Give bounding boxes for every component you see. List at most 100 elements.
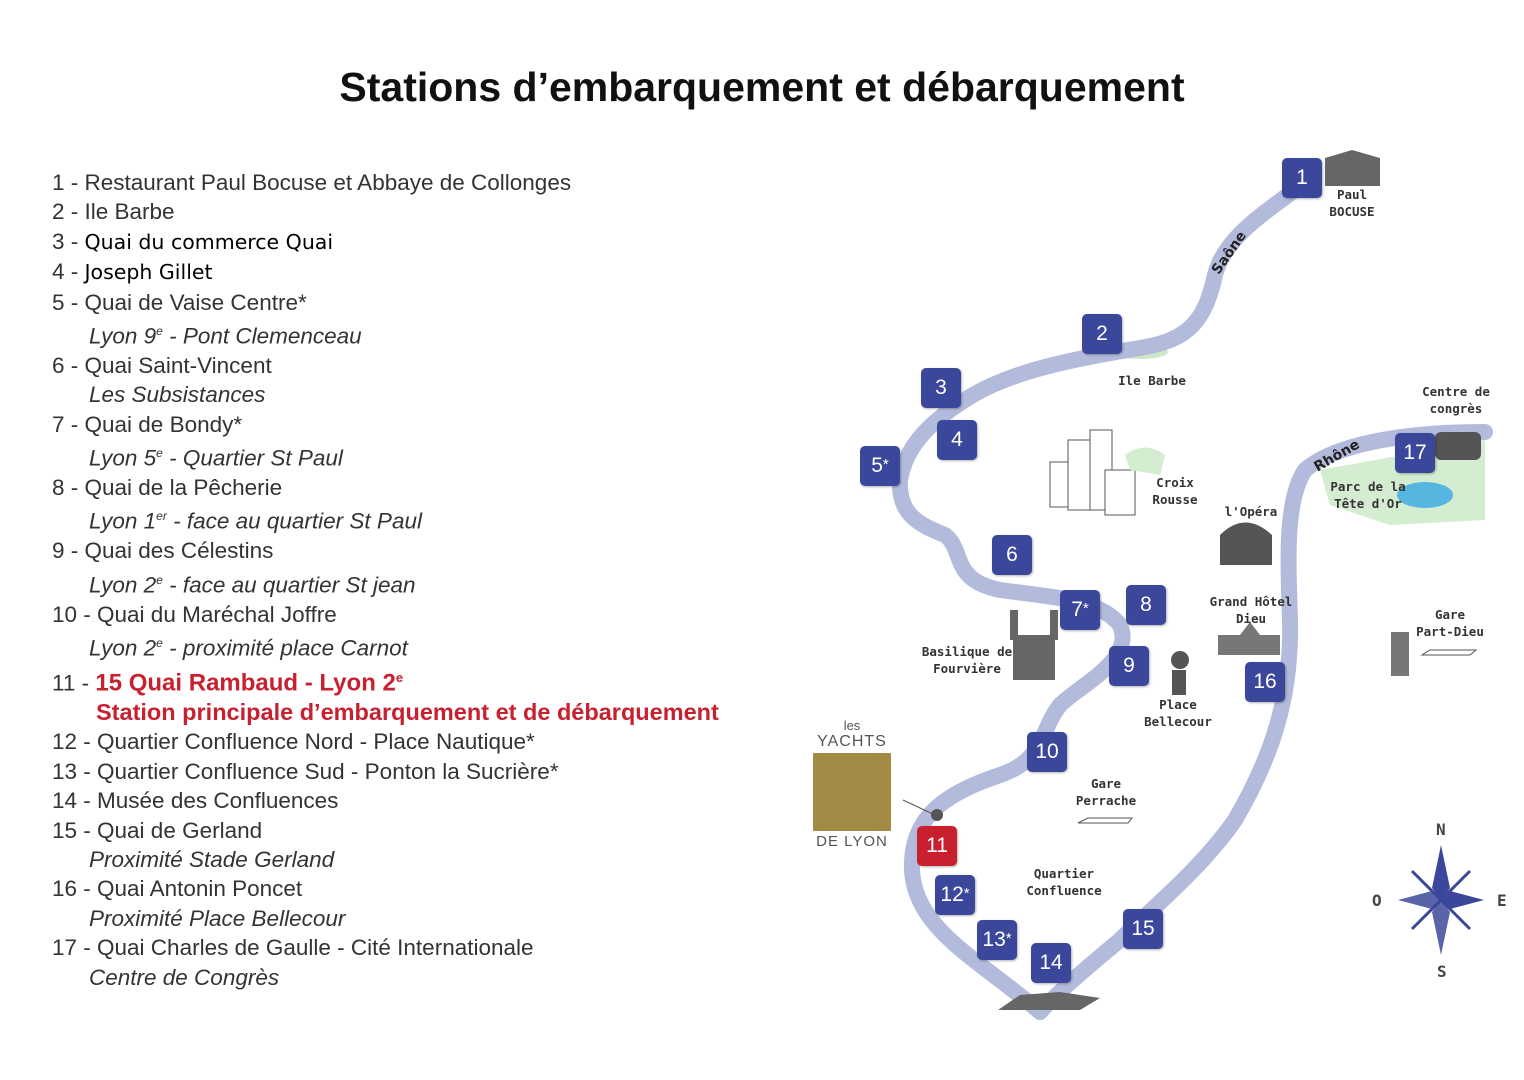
station-marker-8[interactable]: 8 (1126, 585, 1166, 625)
station-subtitle: Lyon 5e - Quartier St Paul (52, 439, 719, 473)
station-number: 12 - (52, 729, 98, 755)
lake (1397, 482, 1453, 508)
superscript: e (395, 670, 404, 685)
station-marker-15[interactable]: 15 (1123, 909, 1163, 949)
marker-number: 1 (1296, 166, 1308, 189)
station-number: 16 - (52, 876, 98, 902)
subtitle-part: e (156, 636, 163, 651)
station-list-item: 10 - Quai du Maréchal Joffre (52, 600, 719, 629)
station-number: 10 - (52, 601, 98, 627)
asterisk: * (963, 884, 970, 902)
marker-number: 4 (951, 428, 963, 451)
label-ile-barbe: Ile Barbe (1118, 373, 1186, 388)
station-marker-6[interactable]: 6 (992, 535, 1032, 575)
station-subtitle: Centre de Congrès (52, 963, 719, 992)
station-subtitle: Lyon 2e - face au quartier St jean (52, 566, 719, 600)
station-name: Quai Saint-Vincent (84, 352, 272, 378)
station-marker-14[interactable]: 14 (1031, 943, 1071, 983)
station-marker-5[interactable]: 5* (860, 446, 900, 486)
station-marker-4[interactable]: 4 (937, 420, 977, 460)
label-opera: l'Opéra (1224, 504, 1278, 519)
station-subtitle: Proximité Stade Gerland (52, 845, 719, 874)
station-list-item: 17 - Quai Charles de Gaulle - Cité Inter… (52, 933, 719, 962)
station-marker-7[interactable]: 7* (1060, 590, 1100, 630)
station-number: 11 - (52, 670, 96, 696)
marker-number: 14 (1039, 951, 1063, 974)
hotel-dieu-building-icon (1218, 622, 1280, 655)
station-marker-13[interactable]: 13* (977, 920, 1017, 960)
station-subtitle: Proximité Place Bellecour (52, 904, 719, 933)
opera-building-icon (1220, 522, 1272, 565)
croix-rousse-park (1125, 447, 1165, 475)
train-icon (1077, 649, 1478, 824)
marker-number: 15 (1131, 917, 1155, 940)
asterisk: * (882, 455, 889, 473)
station-name: 15 Quai Rambaud - Lyon 2 (95, 669, 396, 697)
station-subtitle: Lyon 1er - face au quartier St Paul (52, 502, 719, 536)
subtitle-part: Centre de Congrès (89, 964, 280, 990)
station-list-item: 13 - Quartier Confluence Sud - Ponton la… (52, 757, 719, 786)
musee-confluences-icon (998, 992, 1100, 1010)
marker-number: 13 (982, 928, 1006, 951)
subtitle-part: e (156, 572, 163, 587)
marker-number: 5 (871, 454, 883, 477)
main-station-note: Station principale d’embarquement et de … (96, 698, 719, 725)
subtitle-part: - face au quartier St jean (162, 572, 416, 598)
part-dieu-tower-icon (1391, 632, 1409, 676)
marker-number: 2 (1096, 322, 1108, 345)
subtitle-part: e (156, 324, 163, 339)
page-title: Stations d’embarquement et débarquement (339, 64, 1185, 110)
pointer-line (902, 799, 936, 816)
marker-number: 7 (1071, 598, 1083, 621)
station-subtitle: Lyon 2e - proximité place Carnot (52, 629, 719, 663)
bellecour-statue-icon (1171, 651, 1189, 695)
station-marker-10[interactable]: 10 (1027, 732, 1067, 772)
marker-number: 10 (1035, 740, 1059, 763)
subtitle-part: Lyon 9 (89, 323, 157, 349)
station-marker-2[interactable]: 2 (1082, 314, 1122, 354)
station-name: Quai Antonin Poncet (97, 876, 303, 902)
station-marker-3[interactable]: 3 (921, 368, 961, 408)
station-number: 5 - (52, 289, 85, 315)
station-list: 1 - Restaurant Paul Bocuse et Abbaye de … (52, 168, 719, 992)
station-marker-9[interactable]: 9 (1109, 646, 1149, 686)
station-name: Joseph Gillet (84, 260, 213, 285)
subtitle-part: - Pont Clemenceau (162, 323, 362, 349)
station-number: 15 - (52, 817, 98, 843)
logo-yachts: YACHTS (817, 733, 887, 750)
logo-de-lyon: DE LYON (816, 833, 888, 850)
logo-y-mark (813, 753, 891, 831)
marker-number: 6 (1006, 543, 1018, 566)
station-number: 14 - (52, 788, 98, 814)
station-list-item: 15 - Quai de Gerland (52, 816, 719, 845)
station-name: Quai Charles de Gaulle - Cité Internatio… (97, 935, 534, 961)
station-list-item: 5 - Quai de Vaise Centre* (52, 288, 719, 317)
station-number: 9 - (52, 538, 85, 564)
station-number: 1 - (52, 170, 85, 195)
station-name: Quai du Maréchal Joffre (97, 601, 337, 627)
station-marker-12[interactable]: 12* (935, 875, 975, 915)
yachts-de-lyon-logo: les YACHTS DE LYON (812, 718, 892, 850)
station-list-item: 14 - Musée des Confluences (52, 786, 719, 815)
station-name: Quai des Célestins (84, 538, 274, 564)
station-name: Ile Barbe (84, 199, 175, 225)
station-marker-17[interactable]: 17 (1395, 433, 1435, 473)
station-list-item: 2 - Ile Barbe (52, 197, 719, 226)
station-number: 2 - (52, 199, 85, 225)
station-marker-16[interactable]: 16 (1245, 662, 1285, 702)
station-subtitle: Lyon 9e - Pont Clemenceau (52, 317, 719, 351)
station-marker-11[interactable]: 11 (917, 826, 957, 866)
marker-number: 8 (1140, 593, 1152, 616)
station-marker-1[interactable]: 1 (1282, 158, 1322, 198)
logo-les: les (843, 718, 861, 733)
subtitle-part: er (156, 509, 167, 524)
croix-rousse-buildings-icon (1049, 429, 1136, 516)
station-list-item: 3 - Quai du commerce Quai (52, 227, 719, 257)
